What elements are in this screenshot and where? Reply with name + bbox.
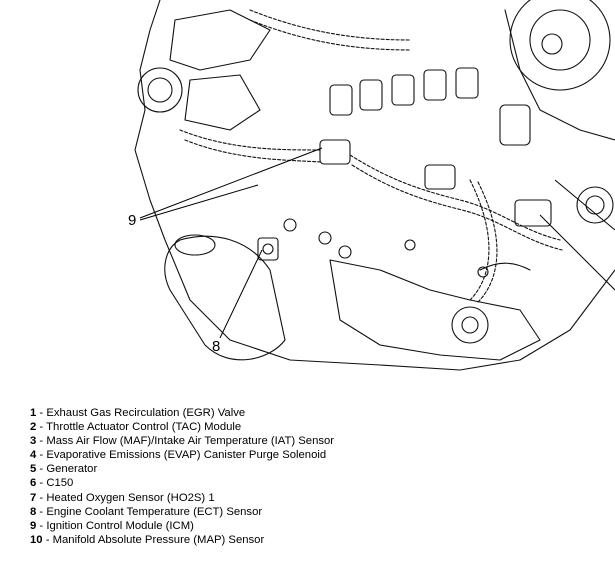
coil-packs <box>319 67 552 227</box>
generator-housing <box>509 0 611 91</box>
callout-8: 8 <box>212 338 221 355</box>
legend-item: 3 - Mass Air Flow (MAF)/Intake Air Tempe… <box>30 435 335 448</box>
callout-9-leader-b <box>139 184 259 221</box>
legend-item: 2 - Throttle Actuator Control (TAC) Modu… <box>30 421 242 434</box>
ect-sensor <box>257 237 279 261</box>
wire-harness <box>179 9 563 303</box>
exhaust-manifold <box>329 259 541 361</box>
legend-item: 7 - Heated Oxygen Sensor (HO2S) 1 <box>30 491 215 504</box>
intake-runner <box>169 9 271 71</box>
component-legend: 1 - Exhaust Gas Recirculation (EGR) Valv… <box>30 406 334 547</box>
callout-9: 9 <box>128 212 137 229</box>
legend-item: 4 - Evaporative Emissions (EVAP) Caniste… <box>30 449 327 462</box>
pulley <box>576 186 614 224</box>
callout-8-leader <box>219 249 263 339</box>
callout-10-leader-a <box>539 214 615 291</box>
engine-line-drawing <box>134 0 615 371</box>
legend-item: 1 - Exhaust Gas Recirculation (EGR) Valv… <box>30 407 246 419</box>
callout-9-leader-a <box>139 147 323 219</box>
legend-item: 6 - C150 <box>30 477 74 490</box>
legend-item: 9 - Ignition Control Module (ICM) <box>30 519 194 532</box>
legend-item: 10 - Manifold Absolute Pressure (MAP) Se… <box>30 533 265 546</box>
engine-outline <box>134 0 615 371</box>
throttle-body <box>137 67 183 113</box>
legend-item: 5 - Generator <box>30 463 98 476</box>
coolant-pipe <box>164 235 286 361</box>
legend-item: 8 - Engine Coolant Temperature (ECT) Sen… <box>30 505 263 518</box>
callout-10-leader-b <box>554 179 615 231</box>
